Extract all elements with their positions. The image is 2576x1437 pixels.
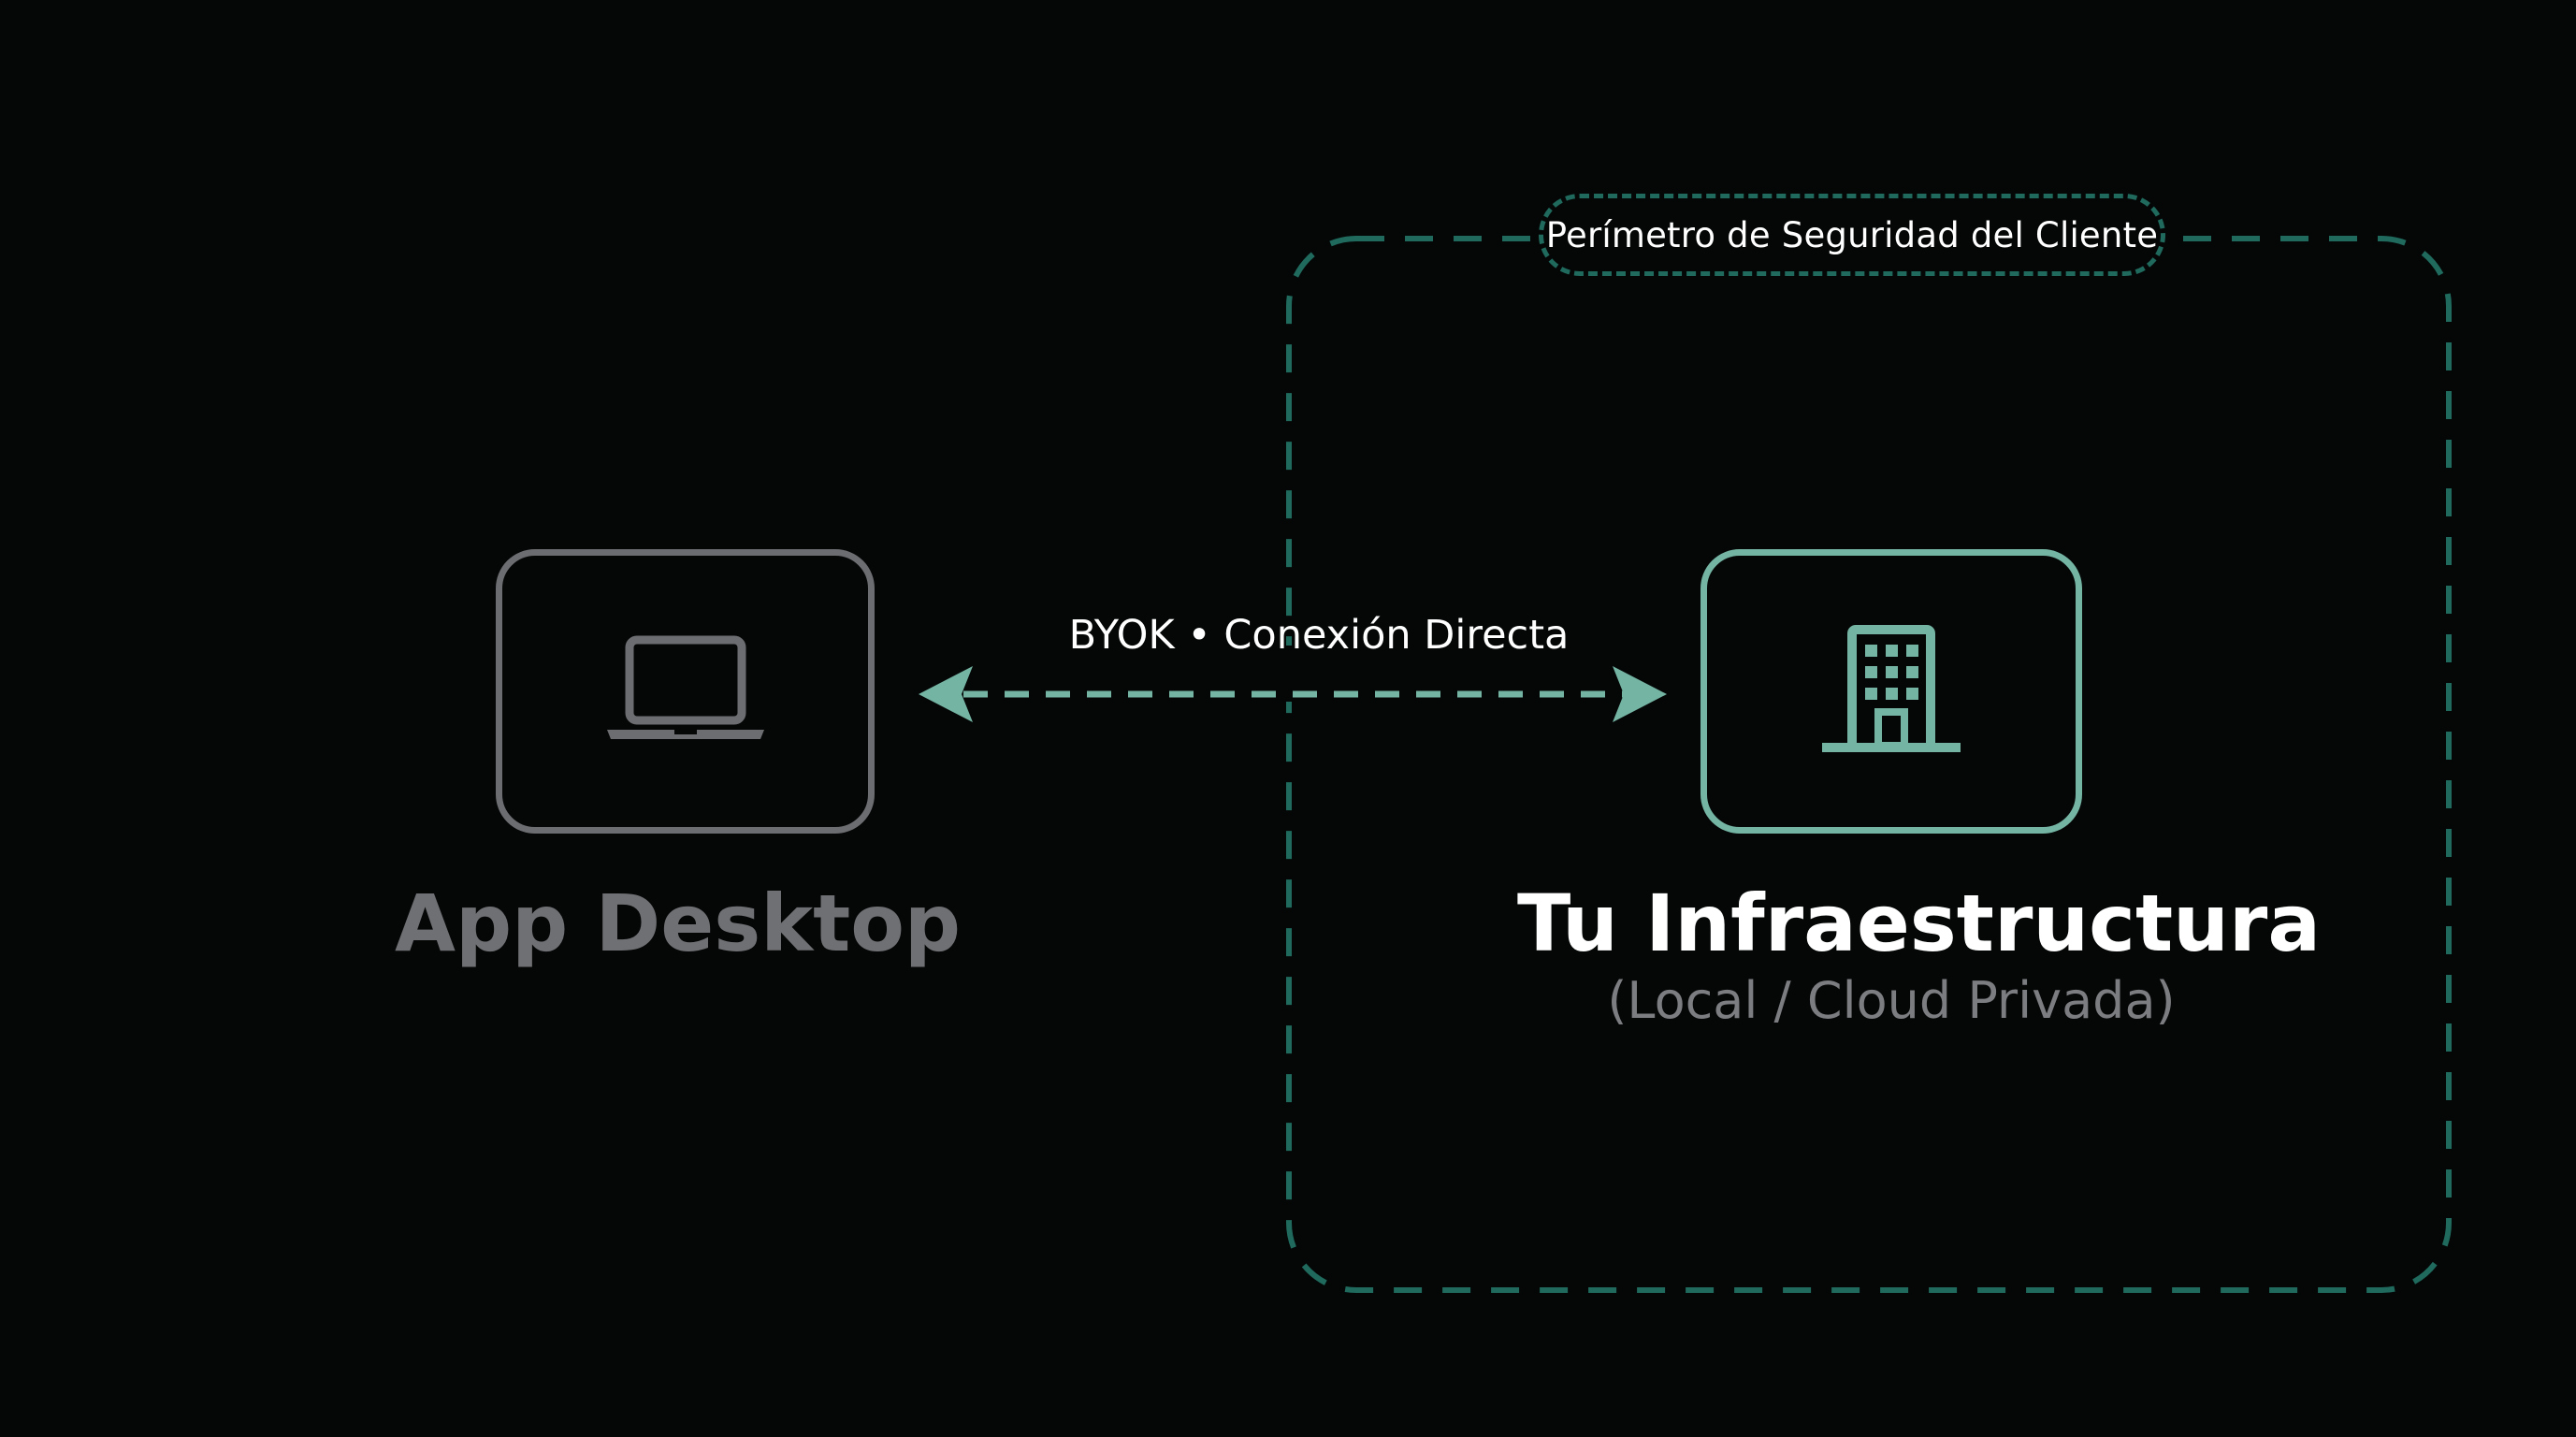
perimeter-label: Perímetro de Seguridad del Cliente xyxy=(1545,214,2159,255)
building-icon xyxy=(1816,615,1966,768)
perimeter-label-pill: Perímetro de Seguridad del Cliente xyxy=(1539,194,2165,276)
desktop-node-title: App Desktop xyxy=(395,878,962,969)
infrastructure-node xyxy=(1700,549,2082,834)
arrowhead-left xyxy=(919,666,973,722)
infrastructure-node-title: Tu Infraestructura xyxy=(1517,878,2322,969)
arrowhead-right xyxy=(1613,666,1667,722)
desktop-node xyxy=(496,549,875,834)
laptop-icon xyxy=(601,629,770,754)
infrastructure-node-subtitle: (Local / Cloud Privada) xyxy=(1607,971,2176,1030)
connection-label: BYOK • Conexión Directa xyxy=(1068,612,1570,659)
